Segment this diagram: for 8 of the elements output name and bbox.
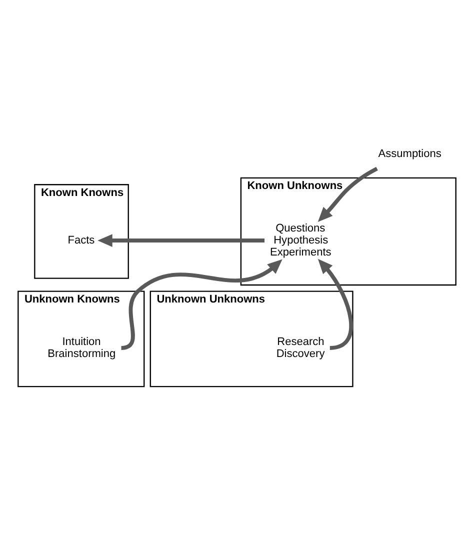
arrow xyxy=(121,259,282,350)
node-text: Research Discovery xyxy=(276,336,325,360)
node-text: Questions Hypothesis Experiments xyxy=(270,222,332,258)
arrow xyxy=(318,166,378,222)
arrow xyxy=(98,234,264,247)
node-text: Facts xyxy=(68,234,95,246)
node-text: Intuition Brainstorming xyxy=(48,336,116,360)
node-text: Assumptions xyxy=(378,148,442,160)
